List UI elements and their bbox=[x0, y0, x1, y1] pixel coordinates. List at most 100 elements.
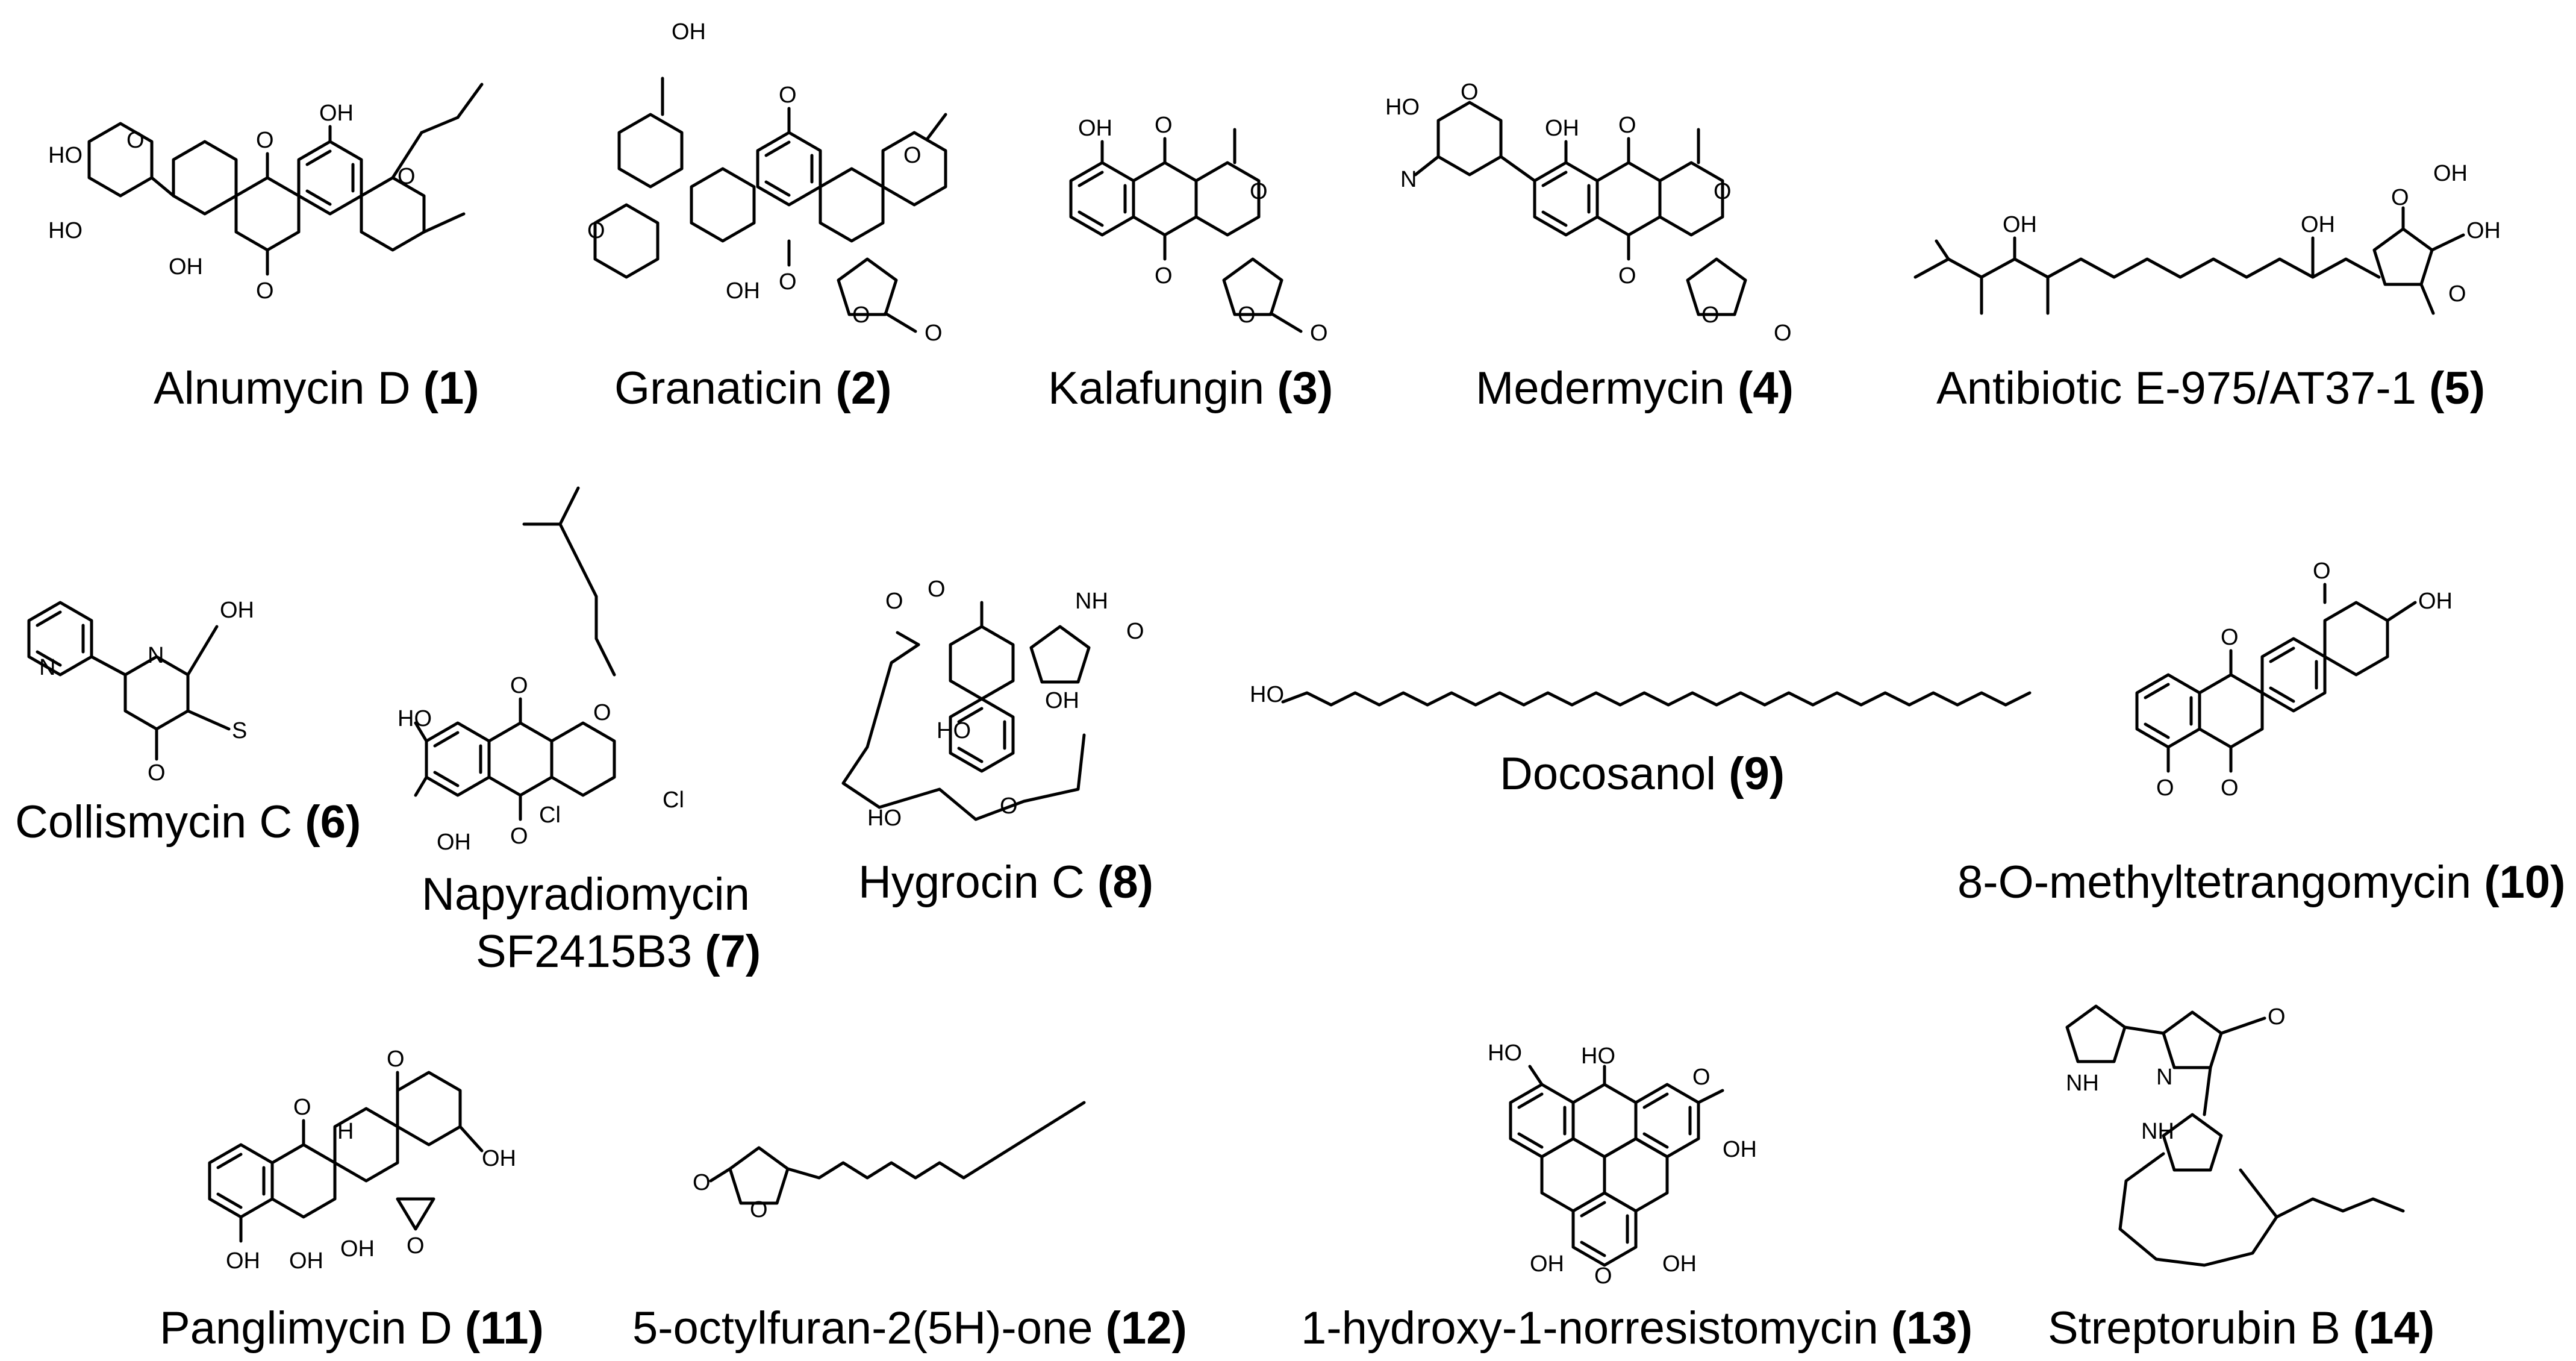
atom-label: OH bbox=[672, 19, 706, 45]
compound-3-structure: OH O O O O O bbox=[1071, 113, 1328, 346]
atom-label: O bbox=[903, 143, 922, 168]
atom-label: O bbox=[1701, 302, 1720, 328]
atom-label: OH bbox=[169, 254, 203, 280]
compound-13-structure: HO HO O OH OH O OH bbox=[1488, 1040, 1757, 1289]
atom-label: O bbox=[2268, 1004, 2286, 1030]
atom-label: NH bbox=[2066, 1071, 2099, 1096]
atom-label: O bbox=[1594, 1263, 1612, 1289]
atom-label: O bbox=[750, 1197, 768, 1222]
atom-label: O bbox=[1126, 619, 1144, 644]
compound-9-structure: HO bbox=[1250, 682, 2032, 707]
compound-6-structure: N N OH S O bbox=[29, 598, 254, 786]
compound-5-caption: Antibiotic E-975/AT37-1 (5) bbox=[1936, 363, 2485, 414]
atom-label: O bbox=[1618, 113, 1636, 138]
atom-label: O bbox=[2221, 625, 2239, 650]
atom-label: OH bbox=[2466, 218, 2501, 243]
atom-label: O bbox=[1714, 179, 1732, 204]
compound-5-structure: OH OH O OH OH O bbox=[1913, 161, 2501, 315]
atom-label: O bbox=[510, 673, 528, 698]
atom-label: O bbox=[1310, 321, 1328, 346]
atom-label: O bbox=[1774, 321, 1792, 346]
compound-14-structure: NH N O NH bbox=[2066, 1004, 2405, 1267]
compound-12-caption: 5-octylfuran-2(5H)-one (12) bbox=[632, 1303, 1187, 1354]
atom-label: OH bbox=[220, 598, 254, 623]
compound-7-caption-line2: SF2415B3 (7) bbox=[476, 926, 761, 977]
atom-label: O bbox=[387, 1047, 405, 1072]
atom-label: O bbox=[398, 164, 416, 189]
atom-label: O bbox=[1250, 179, 1268, 204]
atom-label: N bbox=[1400, 167, 1417, 192]
atom-label: OH bbox=[1078, 116, 1112, 141]
atom-label: OH bbox=[482, 1146, 516, 1171]
atom-label: O bbox=[407, 1233, 425, 1259]
atom-label: O bbox=[587, 218, 605, 243]
atom-label: O bbox=[256, 278, 274, 304]
atom-label: O bbox=[852, 302, 870, 328]
atom-label: O bbox=[925, 321, 943, 346]
compound-14-caption: Streptorubin B (14) bbox=[2048, 1303, 2434, 1354]
atom-label: O bbox=[2221, 775, 2239, 801]
atom-label: OH bbox=[726, 278, 760, 304]
atom-label: O bbox=[779, 269, 797, 295]
atom-label: OH bbox=[1723, 1137, 1757, 1162]
compound-3-caption: Kalafungin (3) bbox=[1048, 363, 1333, 414]
atom-label: O bbox=[293, 1095, 311, 1120]
atom-label: OH bbox=[2003, 212, 2037, 237]
atom-label: O bbox=[1618, 263, 1636, 289]
atom-label: OH bbox=[1545, 116, 1579, 141]
compound-10-structure: O O O O OH bbox=[2137, 558, 2453, 801]
atom-label: OH bbox=[289, 1248, 323, 1274]
atom-label: O bbox=[779, 83, 797, 108]
atom-label: O bbox=[126, 128, 145, 153]
atom-label: H bbox=[337, 1119, 354, 1144]
compound-10-caption: 8-O-methyltetrangomycin (10) bbox=[1957, 857, 2565, 908]
atom-label: HO bbox=[1250, 682, 1284, 707]
compound-8-caption: Hygrocin C (8) bbox=[858, 857, 1153, 908]
compound-2-structure: OH O O OH O O O O bbox=[587, 19, 947, 346]
atom-label: O bbox=[2313, 558, 2331, 584]
compound-4-structure: HO O N OH O O O O O bbox=[1385, 80, 1792, 346]
atom-label: OH bbox=[1045, 688, 1079, 713]
atom-label: HO bbox=[398, 706, 432, 731]
atom-label: O bbox=[593, 700, 611, 725]
atom-label: S bbox=[232, 718, 247, 743]
compound-11-caption: Panglimycin D (11) bbox=[160, 1303, 544, 1354]
atom-label: OH bbox=[2433, 161, 2468, 186]
atom-label: OH bbox=[437, 830, 471, 855]
compound-1-structure: O O OH O O HO HO OH bbox=[48, 83, 484, 304]
compound-4-caption: Medermycin (4) bbox=[1476, 363, 1794, 414]
atom-label: O bbox=[148, 760, 166, 786]
atom-label: OH bbox=[319, 101, 354, 126]
atom-label: O bbox=[2391, 185, 2409, 210]
atom-label: Cl bbox=[539, 803, 561, 828]
atom-label: HO bbox=[48, 218, 83, 243]
compound-11-structure: O H O OH OH OH OH O bbox=[210, 1047, 516, 1274]
atom-label: OH bbox=[1530, 1251, 1564, 1277]
atom-label: HO bbox=[867, 806, 902, 831]
compound-6-caption: Collismycin C (6) bbox=[15, 796, 361, 848]
compound-7-caption: Napyradiomycin bbox=[422, 869, 750, 920]
atom-label: O bbox=[2156, 775, 2174, 801]
compound-7-structure: HO OH O O O Cl Cl bbox=[398, 486, 684, 855]
atom-label: OH bbox=[2301, 212, 2335, 237]
atom-label: Cl bbox=[663, 787, 684, 813]
atom-label: NH bbox=[1075, 589, 1108, 614]
atom-label: O bbox=[1692, 1065, 1711, 1090]
atom-label: O bbox=[256, 128, 274, 153]
atom-label: OH bbox=[340, 1236, 375, 1262]
atom-label: O bbox=[1000, 793, 1018, 819]
atom-label: O bbox=[2448, 281, 2466, 307]
compound-1-caption: Alnumycin D (1) bbox=[154, 363, 479, 414]
atom-label: O bbox=[1461, 80, 1479, 105]
atom-label: HO bbox=[1488, 1040, 1522, 1066]
atom-label: HO bbox=[1385, 95, 1420, 120]
atom-label: O bbox=[885, 589, 903, 614]
atom-label: HO bbox=[48, 143, 83, 168]
atom-label: N bbox=[39, 655, 55, 680]
compound-13-caption: 1-hydroxy-1-norresistomycin (13) bbox=[1301, 1303, 1973, 1354]
atom-label: OH bbox=[2418, 589, 2453, 614]
atom-label: NH bbox=[2141, 1119, 2174, 1144]
compound-8-structure: O O NH O OH HO O HO bbox=[841, 577, 1144, 831]
compound-2-caption: Granaticin (2) bbox=[614, 363, 891, 414]
atom-label: N bbox=[2156, 1065, 2172, 1090]
